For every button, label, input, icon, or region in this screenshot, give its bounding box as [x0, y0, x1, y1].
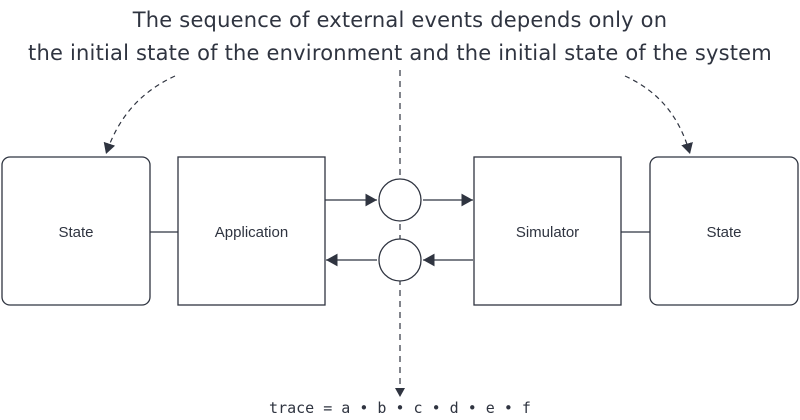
application-label: Application: [215, 224, 288, 241]
right-state-label: State: [706, 224, 741, 241]
trace-text: trace = a • b • c • d • e • f: [269, 399, 531, 417]
boundary-arrowhead: [395, 388, 405, 397]
right-dashed-callout-arrow: [624, 75, 693, 155]
annotation-line-2: the initial state of the environment and…: [28, 41, 772, 65]
left-dashed-callout-arrow: [103, 75, 176, 155]
application-box: [177, 156, 326, 306]
simulator-label: Simulator: [516, 224, 579, 241]
annotation-line-1: The sequence of external events depends …: [132, 8, 667, 32]
left-state-label: State: [58, 224, 93, 241]
right-state-box: [649, 156, 799, 306]
simulator-box: [473, 156, 622, 306]
lower-event-circle: [378, 238, 422, 282]
upper-event-circle: [378, 178, 422, 222]
left-state-box: [1, 156, 151, 306]
